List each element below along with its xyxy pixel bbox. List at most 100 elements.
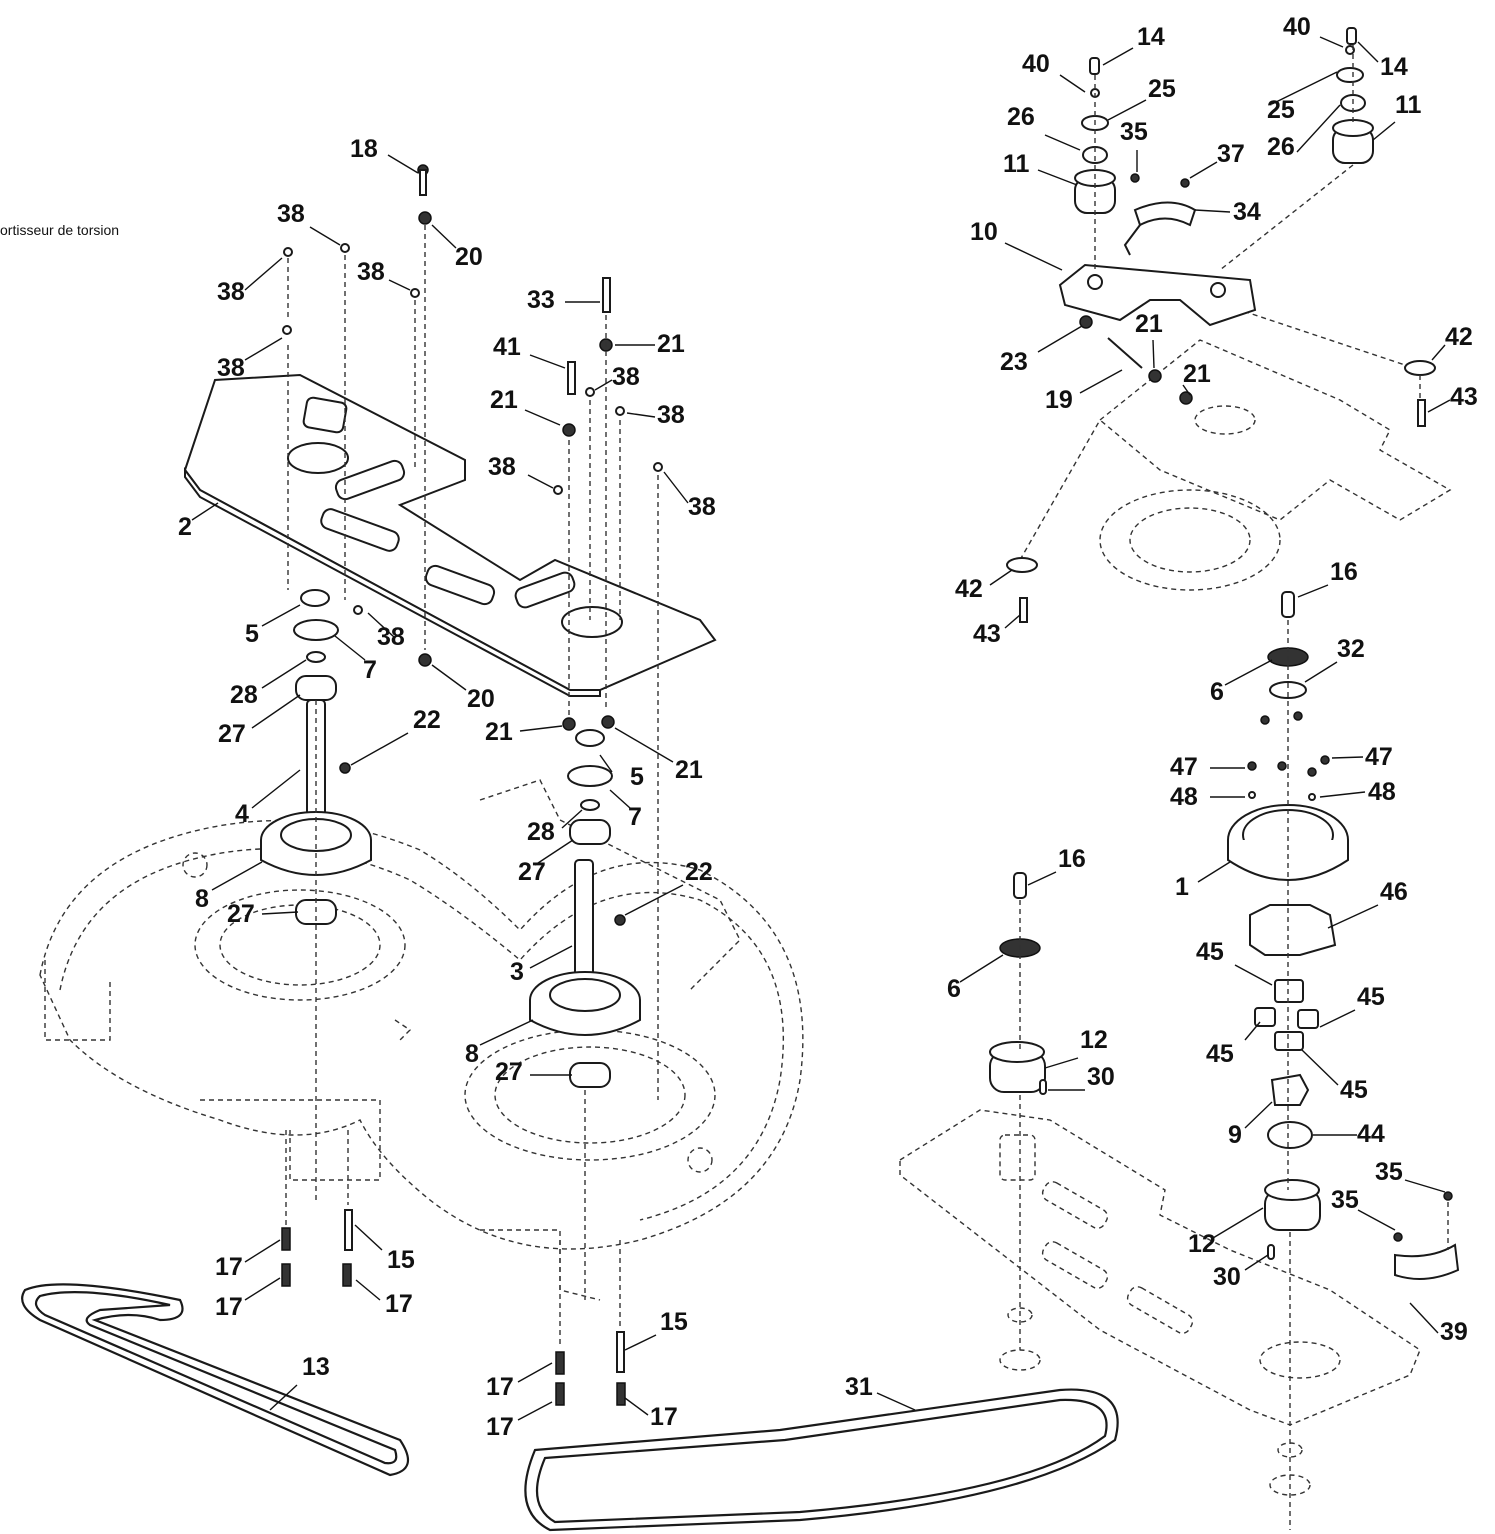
leader-line-5 (599, 754, 613, 773)
part-label-45: 45 (1196, 938, 1224, 966)
belt-31 (524, 1388, 1119, 1532)
part-label-19: 19 (1045, 386, 1073, 414)
leader-lines (191, 36, 1451, 1421)
leader-line-5 (261, 604, 301, 627)
part-label-17: 17 (385, 1290, 413, 1318)
leader-line-17 (517, 1362, 553, 1383)
right-lower-plate-dashed (899, 1109, 1421, 1496)
leader-line-45 (1244, 1021, 1261, 1041)
part-label-12: 12 (1188, 1230, 1216, 1258)
part-label-2: 2 (178, 513, 192, 541)
part-label-37: 37 (1217, 140, 1245, 168)
leader-line-40 (1319, 36, 1344, 48)
part-label-17: 17 (486, 1413, 514, 1441)
part-label-38: 38 (612, 363, 640, 391)
part-label-17: 17 (486, 1373, 514, 1401)
part-label-40: 40 (1022, 50, 1050, 78)
part-label-27: 27 (495, 1058, 523, 1086)
part-label-47: 47 (1365, 743, 1393, 771)
part-label-22: 22 (413, 706, 441, 734)
leader-line-40 (1059, 74, 1086, 93)
left-alignment-lines (285, 225, 659, 1345)
part-label-28: 28 (230, 681, 258, 709)
part-label-20: 20 (467, 685, 495, 713)
right-top-small-parts (1006, 27, 1436, 623)
leader-line-21 (524, 409, 561, 426)
leader-line-16 (1027, 871, 1057, 886)
leader-line-32 (1304, 661, 1338, 683)
leader-line-13 (269, 1384, 298, 1411)
part-label-42: 42 (955, 575, 983, 603)
part-label-47: 47 (1170, 753, 1198, 781)
part-label-21: 21 (1135, 310, 1163, 338)
leader-line-15 (354, 1224, 383, 1251)
leader-line-42 (1431, 344, 1446, 361)
part-label-21: 21 (485, 718, 513, 746)
part-label-17: 17 (215, 1253, 243, 1281)
leader-line-25 (1107, 99, 1147, 121)
leader-line-45 (1301, 1049, 1339, 1086)
leader-line-17 (244, 1239, 281, 1263)
part-label-12: 12 (1080, 1026, 1108, 1054)
part-label-45: 45 (1340, 1076, 1368, 1104)
part-label-30: 30 (1213, 1263, 1241, 1291)
part-label-8: 8 (465, 1040, 479, 1068)
part-label-39: 39 (1440, 1318, 1468, 1346)
leader-line-23 (1037, 325, 1083, 353)
leader-line-15 (624, 1334, 657, 1351)
part-label-48: 48 (1170, 783, 1198, 811)
part-label-32: 32 (1337, 635, 1365, 663)
part-label-38: 38 (488, 453, 516, 481)
leader-line-39 (1409, 1302, 1439, 1334)
leader-line-27 (261, 911, 299, 915)
part-label-21: 21 (490, 386, 518, 414)
leader-line-21 (614, 727, 674, 763)
part-label-16: 16 (1058, 845, 1086, 873)
part-label-26: 26 (1007, 103, 1035, 131)
leader-line-1 (1197, 861, 1231, 883)
leader-line-25 (1271, 71, 1338, 105)
part-label-38: 38 (357, 258, 385, 286)
part-label-44: 44 (1357, 1120, 1385, 1148)
part-label-25: 25 (1267, 96, 1295, 124)
part-label-21: 21 (1183, 360, 1211, 388)
part-label-38: 38 (217, 354, 245, 382)
part-label-31: 31 (845, 1373, 873, 1401)
leader-line-8 (211, 861, 263, 891)
leader-line-7 (334, 635, 366, 661)
part-label-35: 35 (1120, 118, 1148, 146)
leader-line-43 (1004, 614, 1021, 629)
part-label-30: 30 (1087, 1063, 1115, 1091)
right-lower-small-parts (989, 872, 1460, 1280)
leader-line-11 (1372, 121, 1396, 141)
leader-line-38 (527, 474, 554, 489)
leader-line-19 (1079, 369, 1123, 394)
right-upper-plate-dashed (1019, 299, 1452, 591)
leader-line-16 (1297, 584, 1329, 598)
leader-line-20 (431, 664, 467, 691)
part-label-25: 25 (1148, 75, 1176, 103)
leader-line-27 (534, 839, 574, 866)
spindle-assembly-3-8 (529, 859, 641, 1036)
part-label-6: 6 (1210, 678, 1224, 706)
leader-line-26 (1044, 134, 1081, 151)
leader-line-31 (876, 1392, 916, 1411)
part-label-10: 10 (970, 218, 998, 246)
part-label-3: 3 (510, 958, 524, 986)
leader-line-38 (663, 471, 689, 504)
part-label-8: 8 (195, 885, 209, 913)
part-label-14: 14 (1137, 23, 1165, 51)
part-label-34: 34 (1233, 198, 1261, 226)
leader-line-10 (1004, 242, 1063, 271)
top-plate-2 (183, 373, 717, 697)
part-label-35: 35 (1375, 1158, 1403, 1186)
leader-line-3 (529, 945, 573, 969)
leader-line-2 (191, 502, 219, 521)
leader-line-38 (594, 379, 613, 391)
diagram-caption: ortisseur de torsion (0, 222, 120, 238)
left-small-parts (281, 164, 663, 1406)
part-label-28: 28 (527, 818, 555, 846)
part-label-5: 5 (630, 763, 644, 791)
leader-line-34 (1194, 209, 1231, 213)
